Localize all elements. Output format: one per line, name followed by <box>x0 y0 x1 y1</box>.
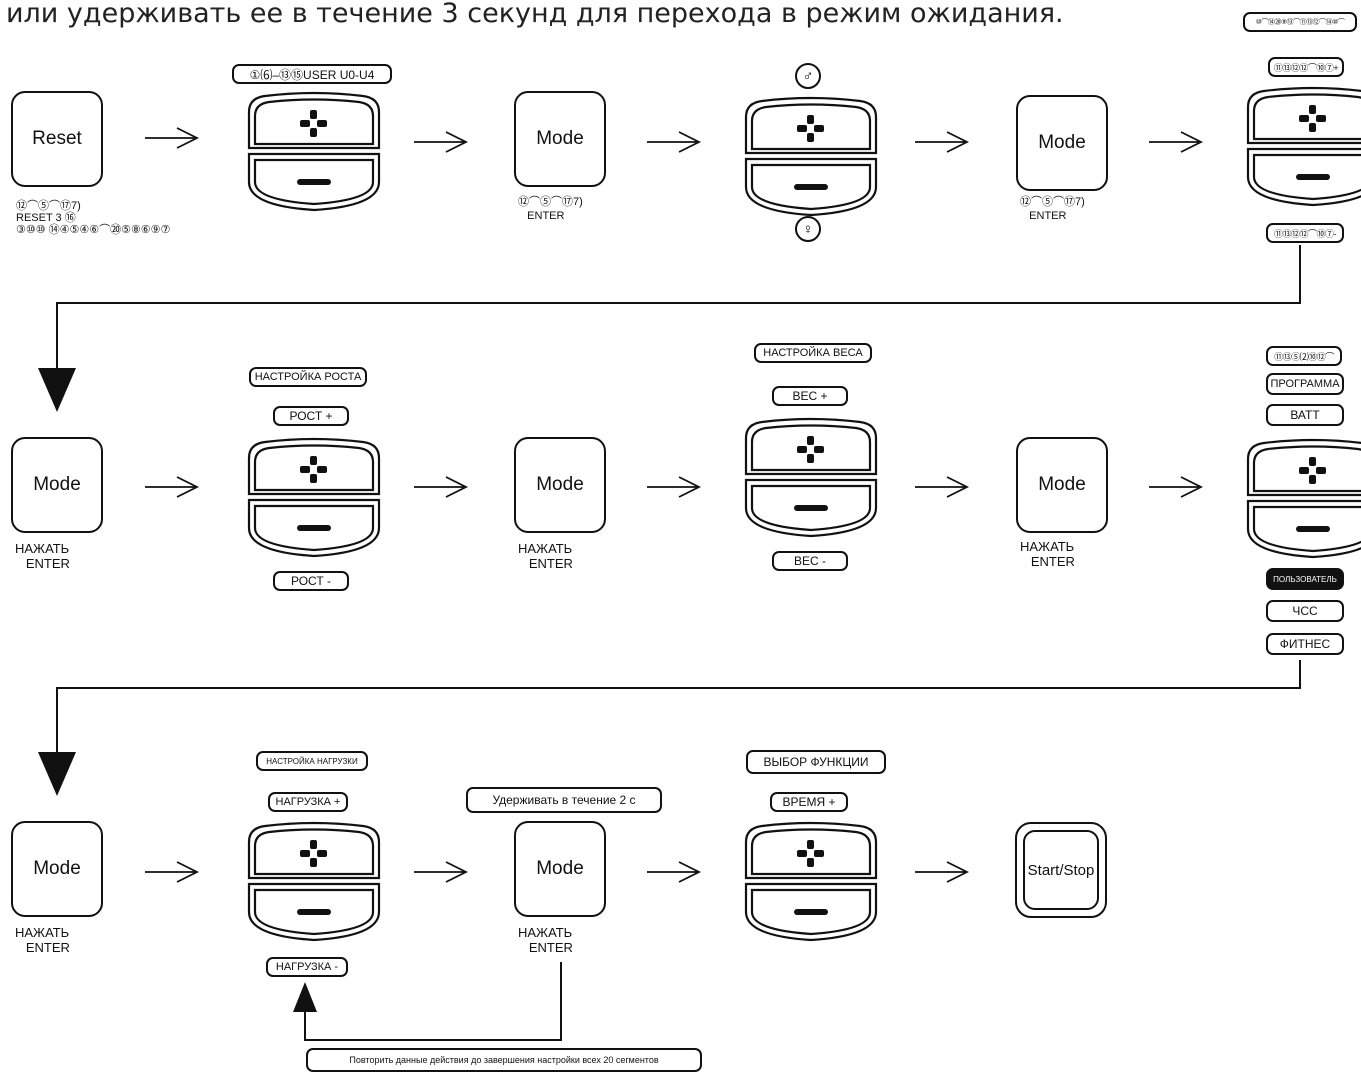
mode-caption: НАЖАТЬ ENTER <box>15 925 70 955</box>
arrow-right-icon <box>414 476 468 498</box>
mode-label: Mode <box>1038 474 1086 495</box>
value-plus-pill: ⑪⑬⑫⑫⌒⑩⑦+ <box>1268 57 1344 77</box>
male-symbol-icon: ♂ <box>795 63 821 89</box>
value-minus-pill: ⑪⑬⑫⑫⌒⑩⑦- <box>1266 223 1344 243</box>
arrow-right-icon <box>915 131 969 153</box>
mode-caption: НАЖАТЬ ENTER <box>518 541 573 571</box>
mode-label: Mode <box>33 474 81 495</box>
time-plus-pill: ВРЕМЯ + <box>770 792 848 812</box>
mode-label: Mode <box>536 474 584 495</box>
watt-pill: ВАТТ <box>1266 404 1344 426</box>
mode-label: Mode <box>33 858 81 879</box>
function-select-pill: ВЫБОР ФУНКЦИИ <box>746 750 886 774</box>
mode-caption: ⑫⌒⑤⌒⑰7) ENTER <box>1020 196 1085 222</box>
connector-row2-to-row3 <box>56 660 1301 752</box>
hold-2s-pill: Удерживать в течение 2 с <box>466 787 662 813</box>
reset-button[interactable]: Reset <box>11 91 103 187</box>
arrow-right-icon <box>647 476 701 498</box>
arrow-right-icon <box>145 127 199 149</box>
mode-button[interactable]: Mode <box>1016 437 1108 533</box>
start-stop-inner: Start/Stop <box>1023 830 1099 910</box>
arrow-right-icon <box>647 131 701 153</box>
mode-button[interactable]: Mode <box>514 91 606 187</box>
plus-minus-rocker[interactable] <box>239 90 389 214</box>
plus-minus-rocker[interactable] <box>736 95 886 219</box>
mode-caption: НАЖАТЬ ENTER <box>1020 539 1075 569</box>
plus-minus-icon <box>1246 438 1361 559</box>
plus-minus-icon <box>744 417 878 538</box>
user-pill: ПОЛЬЗОВАТЕЛЬ <box>1266 568 1344 590</box>
plus-minus-icon <box>744 96 878 217</box>
male-symbol-glyph: ♂ <box>802 67 814 85</box>
height-minus-pill: РОСТ - <box>273 571 349 591</box>
mode-button[interactable]: Mode <box>1016 95 1108 191</box>
page-heading: или удерживать ее в течение 3 секунд для… <box>6 0 1064 29</box>
fitness-pill: ФИТНЕС <box>1266 633 1344 655</box>
arrow-right-icon <box>145 476 199 498</box>
connector-row1-to-row2 <box>56 245 1301 370</box>
plus-minus-rocker[interactable] <box>1238 85 1361 209</box>
mode-caption: НАЖАТЬ ENTER <box>518 925 573 955</box>
connector-repeat-loop <box>304 962 562 1041</box>
arrow-right-icon <box>647 861 701 883</box>
program-pill: ПРОГРАММА <box>1266 373 1344 395</box>
load-plus-pill: НАГРУЗКА + <box>268 792 348 812</box>
female-symbol-glyph: ♀ <box>802 220 814 238</box>
weight-plus-pill: ВЕС + <box>772 386 848 406</box>
plus-minus-rocker[interactable] <box>1238 437 1361 561</box>
load-setting-pill: НАСТРОЙКА НАГРУЗКИ <box>256 751 368 771</box>
mode-caption: НАЖАТЬ ENTER <box>15 541 70 571</box>
plus-minus-rocker[interactable] <box>239 436 389 560</box>
mode-button[interactable]: Mode <box>514 437 606 533</box>
mode-button[interactable]: Mode <box>11 821 103 917</box>
display-segment-pill: ⑪⑬⑤⑵⑩⑫⌒ <box>1266 346 1342 366</box>
arrow-down-icon <box>38 368 76 412</box>
mode-button[interactable]: Mode <box>11 437 103 533</box>
plus-minus-icon <box>1246 86 1361 207</box>
arrow-down-icon <box>38 752 76 796</box>
arrow-right-icon <box>1149 476 1203 498</box>
plus-minus-rocker[interactable] <box>239 820 389 944</box>
plus-minus-icon <box>247 821 381 942</box>
mode-label: Mode <box>536 128 584 149</box>
arrow-right-icon <box>414 131 468 153</box>
plus-minus-icon <box>744 821 878 942</box>
start-stop-label: Start/Stop <box>1027 861 1095 879</box>
plus-minus-rocker[interactable] <box>736 416 886 540</box>
height-plus-pill: РОСТ + <box>273 406 349 426</box>
plus-minus-rocker[interactable] <box>736 820 886 944</box>
weight-minus-pill: ВЕС - <box>772 551 848 571</box>
plus-minus-icon <box>247 437 381 558</box>
arrow-right-icon <box>1149 131 1203 153</box>
heart-rate-pill: ЧСС <box>1266 600 1344 622</box>
start-stop-button[interactable]: Start/Stop <box>1015 822 1107 918</box>
arrow-right-icon <box>915 476 969 498</box>
user-select-pill: ①⑹–⑬⑮USER U0-U4 <box>232 64 392 84</box>
mode-label: Mode <box>1038 132 1086 153</box>
arrow-right-icon <box>145 861 199 883</box>
plus-minus-icon <box>247 91 381 212</box>
arrow-right-icon <box>414 861 468 883</box>
reset-label: Reset <box>32 128 82 149</box>
mode-button[interactable]: Mode <box>514 821 606 917</box>
female-symbol-icon: ♀ <box>795 216 821 242</box>
weight-setting-pill: НАСТРОЙКА ВЕСА <box>754 343 872 363</box>
load-minus-pill: НАГРУЗКА - <box>266 957 348 977</box>
display-segment-pill: ⑩⌒⑭⑳⑨⑬⌒⑪⑬⑫⌒⑭⑩⌒ <box>1243 12 1357 32</box>
arrow-right-icon <box>915 861 969 883</box>
mode-label: Mode <box>536 858 584 879</box>
height-setting-pill: НАСТРОЙКА РОСТА <box>249 367 367 387</box>
reset-caption: ⑫⌒⑤⌒⑰7) RESET 3 ⑯ ③⑩⑩ ⑭④⑤④⑥⌒⑳⑤⑧⑥⑨⑦ <box>16 200 171 236</box>
mode-caption: ⑫⌒⑤⌒⑰7) ENTER <box>518 196 583 222</box>
repeat-note-pill: Повторить данные действия до завершения … <box>306 1048 702 1072</box>
arrow-up-icon <box>293 982 317 1012</box>
